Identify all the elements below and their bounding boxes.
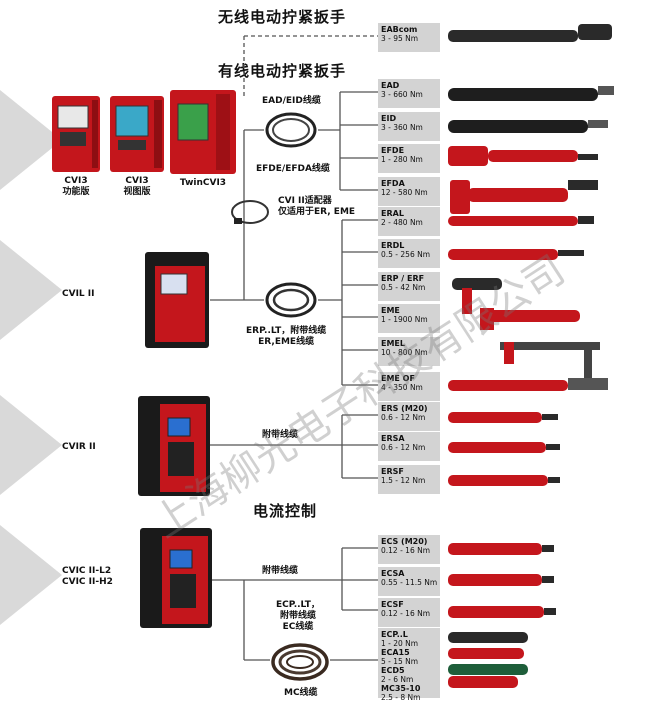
tool-name: ECS (M20)	[381, 537, 428, 546]
tool-range: 0.6 - 12 Nm	[381, 413, 426, 422]
cvir2-label: CVIR II	[62, 442, 96, 452]
row-chevron-cvil	[0, 240, 62, 340]
tool-name: ERDL	[381, 241, 405, 250]
cvi3-function-controller	[52, 96, 100, 172]
ead-cable-icon	[265, 112, 317, 148]
tool-name: EME OF	[381, 374, 415, 383]
mc-cable-icon	[271, 643, 329, 681]
tool-name: ERP / ERF	[381, 274, 425, 283]
tool-range: 2 - 6 Nm	[381, 675, 414, 684]
tool-name: ERSA	[381, 434, 405, 443]
current-control-heading: 电流控制	[253, 502, 318, 520]
tool-range: 0.5 - 256 Nm	[381, 250, 431, 259]
cvil2-controller	[145, 252, 209, 348]
tool-range: 2.5 - 8 Nm	[381, 693, 421, 702]
tool-range: 3 - 95 Nm	[381, 34, 419, 43]
tool-name: EABcom	[381, 25, 418, 34]
cvi3-function-label: CVI3 功能版	[62, 176, 90, 197]
tool-range: 0.12 - 16 Nm	[381, 609, 431, 618]
efde-efda-cable-label: EFDE/EFDA线缆	[256, 164, 330, 174]
tool-name: ERSF	[381, 467, 404, 476]
erp-cable-icon	[265, 282, 317, 318]
tool-name: EME	[381, 306, 400, 315]
tool-range: 1.5 - 12 Nm	[381, 476, 426, 485]
tool-name: EAD	[381, 81, 400, 90]
tool-name: ECA15	[381, 648, 410, 657]
tool-range: 1 - 20 Nm	[381, 639, 419, 648]
corded-heading: 有线电动拧紧扳手	[218, 62, 347, 80]
ecp-cable-label: ECP..LT， 附带线缆 EC线缆	[276, 600, 320, 632]
tool-name: EFDE	[381, 146, 405, 155]
tool-range: 3 - 660 Nm	[381, 90, 423, 99]
tool-row-ers: ERS (M20)0.6 - 12 Nm	[378, 401, 440, 431]
tool-range: 1 - 280 Nm	[381, 155, 423, 164]
erp-cable-label: ERP..LT，附带线缆 ER,EME线缆	[246, 326, 327, 347]
tool-row-ecs: ECS (M20)0.12 - 16 Nm	[378, 534, 440, 564]
ead-eid-cable-label: EAD/EID线缆	[262, 96, 321, 106]
tool-range: 12 - 580 Nm	[381, 188, 428, 197]
tool-name: MC35-10	[381, 684, 421, 693]
tool-range: 3 - 360 Nm	[381, 123, 423, 132]
tool-range: 0.5 - 42 Nm	[381, 283, 426, 292]
cvi3-vision-label: CVI3 视图版	[123, 176, 151, 197]
tool-range: 0.55 - 11.5 Nm	[381, 578, 438, 587]
tool-name: ECSF	[381, 600, 404, 609]
cvic-cable-label: 附带线缆	[262, 566, 299, 576]
tool-name: EMEL	[381, 339, 405, 348]
tool-range: 4 - 350 Nm	[381, 383, 423, 392]
tool-range: 10 - 800 Nm	[381, 348, 428, 357]
tool-name: ECD5	[381, 666, 405, 675]
tool-range: 0.6 - 12 Nm	[381, 443, 426, 452]
tool-name: ERAL	[381, 209, 404, 218]
cvil2-label: CVIL II	[62, 289, 95, 299]
cvic2-label: CVIC II-L2 CVIC II-H2	[62, 566, 113, 587]
cvir2-controller	[138, 396, 210, 496]
tool-name: ECSA	[381, 569, 405, 578]
cvi2-adapter-icon	[231, 200, 269, 224]
twin-cvi3-label: TwinCVI3	[179, 178, 227, 188]
row-chevron-cvir	[0, 395, 62, 495]
tool-range: 0.12 - 16 Nm	[381, 546, 431, 555]
row-chevron-cvi3	[0, 90, 62, 190]
row-chevron-cvic	[0, 525, 62, 625]
tool-range: 2 - 480 Nm	[381, 218, 423, 227]
twin-cvi3-controller	[170, 90, 236, 174]
cvi3-vision-controller	[110, 96, 164, 172]
cordless-heading: 无线电动拧紧扳手	[218, 8, 347, 26]
tool-group-ecp: ECP..L 1 - 20 Nm ECA15 5 - 15 Nm ECD5 2 …	[378, 628, 440, 702]
tool-images	[448, 24, 614, 688]
mc-cable-label: MC线缆	[284, 688, 318, 698]
tool-name: ERS (M20)	[381, 404, 428, 413]
tool-range: 1 - 1900 Nm	[381, 315, 428, 324]
cvi2-adapter-label: CVI II适配器 仅适用于ER, EME	[278, 196, 356, 217]
tool-name: EID	[381, 114, 397, 123]
tool-range: 5 - 15 Nm	[381, 657, 419, 666]
cvir-cable-label: 附带线缆	[262, 430, 299, 440]
tool-name: EFDA	[381, 179, 405, 188]
cvic2-controller	[140, 528, 212, 628]
tool-name: ECP..L	[381, 630, 408, 639]
